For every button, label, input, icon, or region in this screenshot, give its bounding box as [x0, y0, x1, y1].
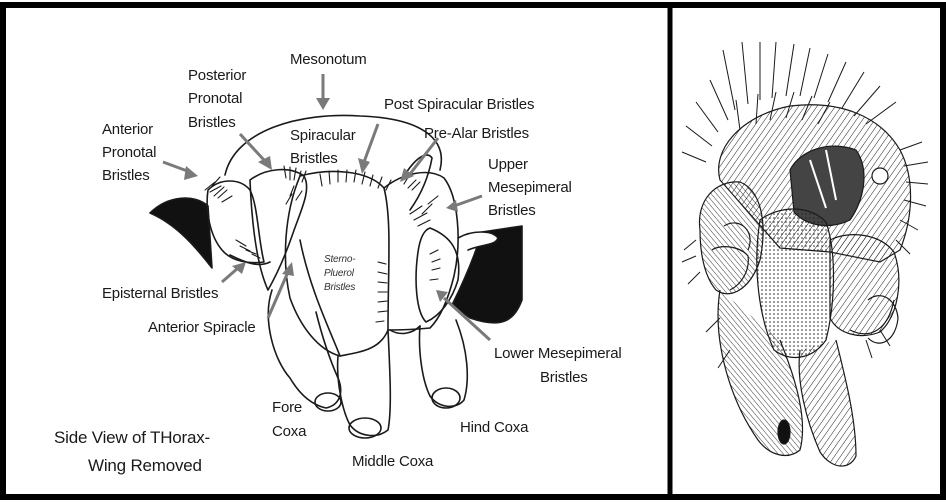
- label-middle-coxa: Middle Coxa: [352, 452, 433, 471]
- caption-line: Side View of THorax-: [54, 426, 210, 450]
- coxa-joint-dark: [778, 420, 790, 444]
- label-line: Bristles: [188, 113, 236, 132]
- label-line: Anterior: [102, 120, 153, 139]
- label-hind-coxa: Hind Coxa: [460, 418, 528, 437]
- hind-coxa-end: [432, 388, 460, 408]
- label-line: Bristles: [102, 166, 150, 185]
- spiracle-round: [872, 168, 888, 184]
- arrow-episternal: [222, 268, 238, 282]
- arrow-pre-alar: [410, 138, 438, 174]
- arrow-upper-mesepimeral: [454, 196, 482, 206]
- label-line: Spiracular: [290, 126, 356, 145]
- label-episternal: Episternal Bristles: [102, 284, 218, 303]
- label-post-spiracular: Post Spiracular Bristles: [384, 95, 534, 114]
- label-line: Pluerol: [324, 268, 354, 280]
- middle-coxa-shape: [338, 330, 391, 435]
- label-line: Pronotal: [102, 143, 156, 162]
- label-anterior-spiracle: Anterior Spiracle: [148, 318, 255, 337]
- caption-line: Wing Removed: [88, 454, 202, 478]
- wing-base-left: [150, 198, 212, 268]
- label-line: Sterno-: [324, 254, 355, 266]
- label-line: Pronotal: [188, 89, 242, 108]
- label-line: Bristles: [324, 282, 355, 294]
- mesepimeron: [830, 235, 899, 336]
- label-line: Bristles: [540, 368, 588, 387]
- fore-coxa-shape: [268, 290, 340, 408]
- arrow-post-spiracular: [364, 124, 378, 162]
- label-line: Mesepimeral: [488, 178, 572, 197]
- label-line: Posterior: [188, 66, 246, 85]
- middle-coxa-illus: [799, 340, 856, 466]
- label-mesonotum: Mesonotum: [290, 50, 367, 69]
- label-line: Fore: [272, 398, 302, 417]
- label-line: Bristles: [290, 149, 338, 168]
- pleural-plate-left: [699, 182, 763, 294]
- label-pre-alar: Pre-Alar Bristles: [424, 124, 529, 143]
- mesepimeral-lower: [416, 228, 459, 322]
- label-line: Upper: [488, 155, 528, 174]
- thorax-illustration: [682, 42, 928, 466]
- label-line: Coxa: [272, 422, 306, 441]
- bristle-marks: [205, 166, 440, 322]
- hind-coxa-shape: [419, 320, 467, 406]
- mesepimeral-upper: [384, 173, 458, 330]
- label-line: Lower Mesepimeral: [494, 344, 621, 363]
- pronotal-lobe: [207, 181, 264, 263]
- label-line: Bristles: [488, 201, 536, 220]
